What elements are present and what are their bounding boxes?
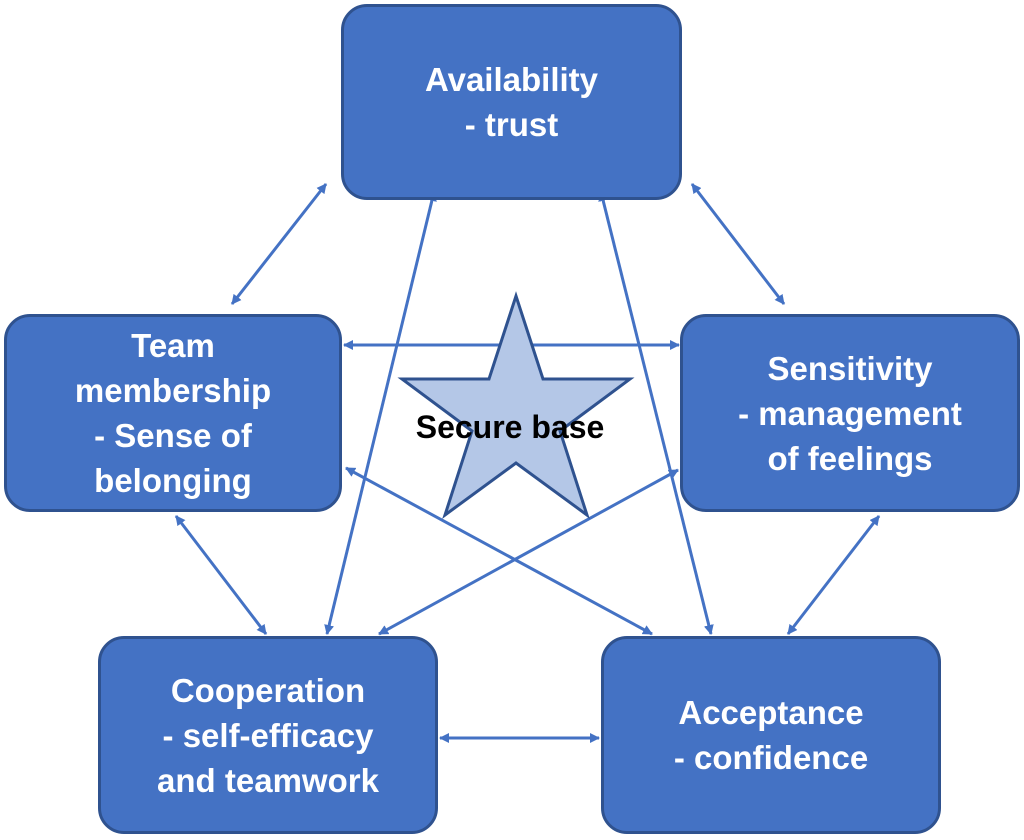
cooperation-node: Cooperation - self-efficacy and teamwork: [98, 636, 438, 834]
cooperation-node-label: Cooperation - self-efficacy and teamwork: [157, 671, 379, 799]
team-membership-node-label: Team membership - Sense of belonging: [74, 327, 272, 499]
arrow-sensitivity-cooperation: [378, 468, 679, 636]
arrow-availability-team: [230, 183, 328, 305]
secure-base-label: Secure base: [415, 409, 605, 445]
team-membership-node: Team membership - Sense of belonging: [4, 314, 342, 512]
arrow-team-acceptance: [345, 466, 653, 636]
arrow-team-cooperation: [174, 515, 268, 635]
availability-node: Availability - trust: [341, 4, 682, 200]
secure-base-star-icon: [397, 291, 635, 519]
arrow-availability-acceptance: [598, 191, 714, 635]
arrow-availability-cooperation: [324, 191, 437, 635]
sensitivity-node-label: Sensitivity - management of feelings: [738, 349, 962, 477]
sensitivity-node: Sensitivity - management of feelings: [680, 314, 1020, 512]
arrow-sensitivity-acceptance: [786, 515, 881, 635]
acceptance-node-label: Acceptance - confidence: [673, 694, 869, 776]
arrow-availability-sensitivity: [690, 183, 786, 305]
acceptance-node: Acceptance - confidence: [601, 636, 941, 834]
availability-node-label: Availability - trust: [424, 61, 598, 143]
